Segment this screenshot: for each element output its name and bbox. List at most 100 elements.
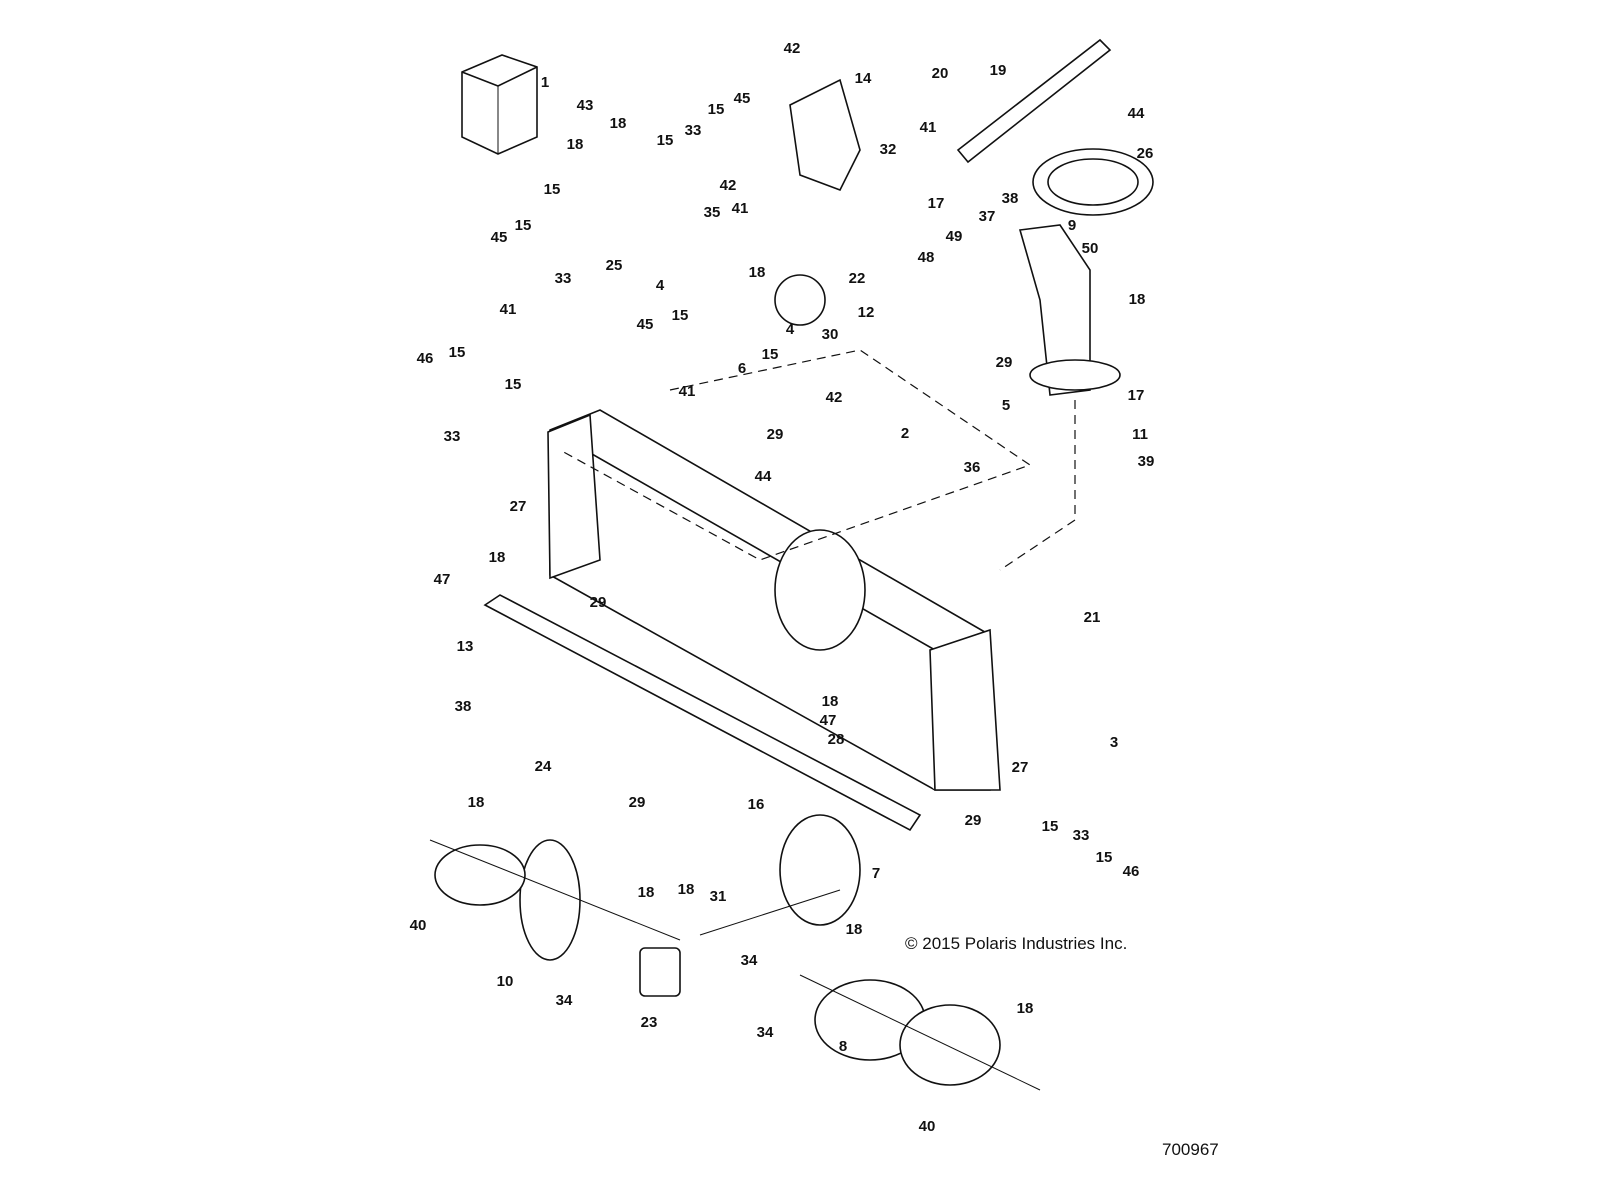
callout-15: 15 — [672, 307, 689, 324]
callout-4: 4 — [656, 277, 665, 294]
auger-right-8 — [799, 974, 1041, 1091]
callout-27: 27 — [510, 498, 527, 515]
callout-15: 15 — [449, 344, 466, 361]
sprocket-30 — [774, 274, 826, 326]
callout-33: 33 — [555, 270, 572, 287]
callout-29: 29 — [590, 594, 607, 611]
callout-45: 45 — [734, 90, 751, 107]
auger-left-10 — [429, 839, 681, 961]
callout-40: 40 — [410, 917, 427, 934]
callout-24: 24 — [535, 758, 552, 775]
callout-18: 18 — [610, 115, 627, 132]
callout-18: 18 — [749, 264, 766, 281]
callout-8: 8 — [839, 1038, 847, 1055]
callout-1: 1 — [541, 74, 549, 91]
callout-17: 17 — [928, 195, 945, 212]
callout-18: 18 — [1017, 1000, 1034, 1017]
callout-18: 18 — [678, 881, 695, 898]
callout-15: 15 — [1096, 849, 1113, 866]
callout-18: 18 — [638, 884, 655, 901]
callout-45: 45 — [637, 316, 654, 333]
callout-33: 33 — [685, 122, 702, 139]
callout-11: 11 — [1132, 426, 1148, 443]
callout-40: 40 — [919, 1118, 936, 1135]
callout-39: 39 — [1138, 453, 1155, 470]
callout-34: 34 — [741, 952, 758, 969]
callout-27: 27 — [1012, 759, 1029, 776]
callout-29: 29 — [629, 794, 646, 811]
callout-38: 38 — [455, 698, 472, 715]
callout-15: 15 — [708, 101, 725, 118]
callout-42: 42 — [784, 40, 801, 57]
callout-13: 13 — [457, 638, 474, 655]
callout-17: 17 — [1128, 387, 1145, 404]
callout-20: 20 — [932, 65, 949, 82]
callout-22: 22 — [849, 270, 866, 287]
callout-10: 10 — [497, 973, 514, 990]
callout-41: 41 — [500, 301, 517, 318]
chain-cover-14 — [789, 78, 861, 192]
callout-44: 44 — [1128, 105, 1145, 122]
copyright-notice: © 2015 Polaris Industries Inc. — [905, 934, 1128, 953]
callout-41: 41 — [732, 200, 749, 217]
callout-18: 18 — [468, 794, 485, 811]
callout-12: 12 — [858, 304, 875, 321]
callout-7: 7 — [872, 865, 880, 882]
callout-5: 5 — [1002, 397, 1010, 414]
callout-15: 15 — [544, 181, 561, 198]
figure-number: 700967 — [1162, 1140, 1219, 1159]
gearbox-23 — [639, 947, 681, 997]
scraper-bar-13 — [483, 594, 922, 832]
callout-36: 36 — [964, 459, 981, 476]
part-box-1 — [461, 54, 538, 155]
callout-4: 4 — [786, 321, 795, 338]
callout-42: 42 — [720, 177, 737, 194]
callout-31: 31 — [710, 888, 727, 905]
driveshaft-19 — [956, 38, 1112, 164]
callout-47: 47 — [820, 712, 837, 729]
callout-18: 18 — [567, 136, 584, 153]
callout-15: 15 — [515, 217, 532, 234]
callout-45: 45 — [491, 229, 508, 246]
callout-38: 38 — [1002, 190, 1019, 207]
callout-25: 25 — [606, 257, 623, 274]
ring-gear-26 — [1032, 148, 1154, 216]
callout-28: 28 — [828, 731, 845, 748]
callout-49: 49 — [946, 228, 963, 245]
callout-18: 18 — [846, 921, 863, 938]
chute-part-9 — [1018, 224, 1121, 396]
callout-21: 21 — [1084, 609, 1101, 626]
callout-35: 35 — [704, 204, 721, 221]
housing-frame — [547, 409, 1001, 791]
callout-18: 18 — [1129, 291, 1146, 308]
callout-47: 47 — [434, 571, 451, 588]
impeller-7 — [699, 814, 861, 936]
callout-34: 34 — [757, 1024, 774, 1041]
callout-33: 33 — [444, 428, 461, 445]
callout-14: 14 — [855, 70, 872, 87]
callout-23: 23 — [641, 1014, 658, 1031]
callout-42: 42 — [826, 389, 843, 406]
callout-48: 48 — [918, 249, 935, 266]
callout-15: 15 — [762, 346, 779, 363]
callout-15: 15 — [1042, 818, 1059, 835]
callout-46: 46 — [417, 350, 434, 367]
callout-6: 6 — [738, 360, 746, 377]
callout-16: 16 — [748, 796, 765, 813]
callout-19: 19 — [990, 62, 1007, 79]
callout-37: 37 — [979, 208, 996, 225]
callout-15: 15 — [657, 132, 674, 149]
callout-32: 32 — [880, 141, 897, 158]
callout-46: 46 — [1123, 863, 1140, 880]
callout-29: 29 — [996, 354, 1013, 371]
callout-30: 30 — [822, 326, 839, 343]
callout-33: 33 — [1073, 827, 1090, 844]
callout-29: 29 — [767, 426, 784, 443]
callout-18: 18 — [489, 549, 506, 566]
callout-44: 44 — [755, 468, 772, 485]
callout-34: 34 — [556, 992, 573, 1009]
callout-43: 43 — [577, 97, 594, 114]
